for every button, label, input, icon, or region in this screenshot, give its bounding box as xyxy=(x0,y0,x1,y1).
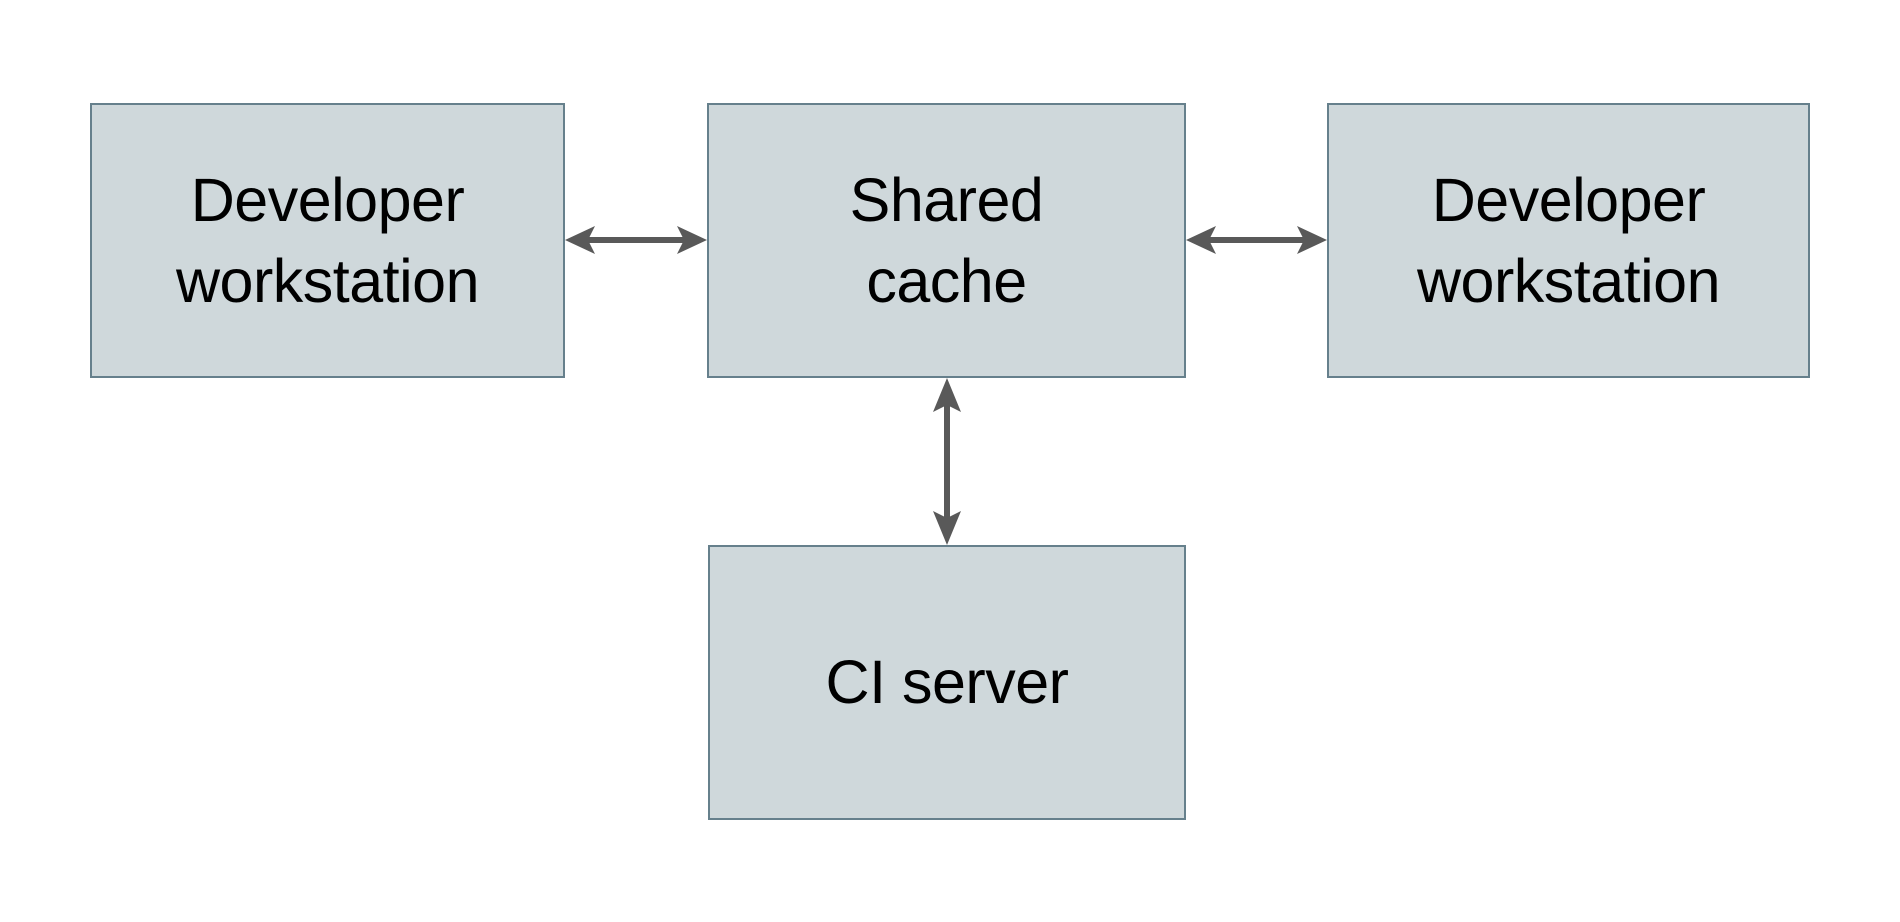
node-label: CI server xyxy=(825,648,1069,717)
node-label: Developer workstation xyxy=(1416,165,1721,315)
double-arrow-icon xyxy=(565,226,707,254)
double-arrow-icon xyxy=(1186,226,1327,254)
node-shared-cache[interactable]: Shared cache xyxy=(707,103,1186,378)
node-developer-workstation-right[interactable]: Developer workstation xyxy=(1327,103,1810,378)
connector-shared-cache-to-dev-right[interactable] xyxy=(1186,210,1327,270)
node-label: Developer workstation xyxy=(175,165,480,315)
node-ci-server[interactable]: CI server xyxy=(708,545,1186,820)
double-arrow-icon xyxy=(933,378,961,545)
connector-dev-left-to-shared-cache[interactable] xyxy=(565,210,707,270)
node-label: Shared cache xyxy=(849,165,1044,315)
connector-shared-cache-to-ci-server[interactable] xyxy=(917,378,977,545)
node-developer-workstation-left[interactable]: Developer workstation xyxy=(90,103,565,378)
